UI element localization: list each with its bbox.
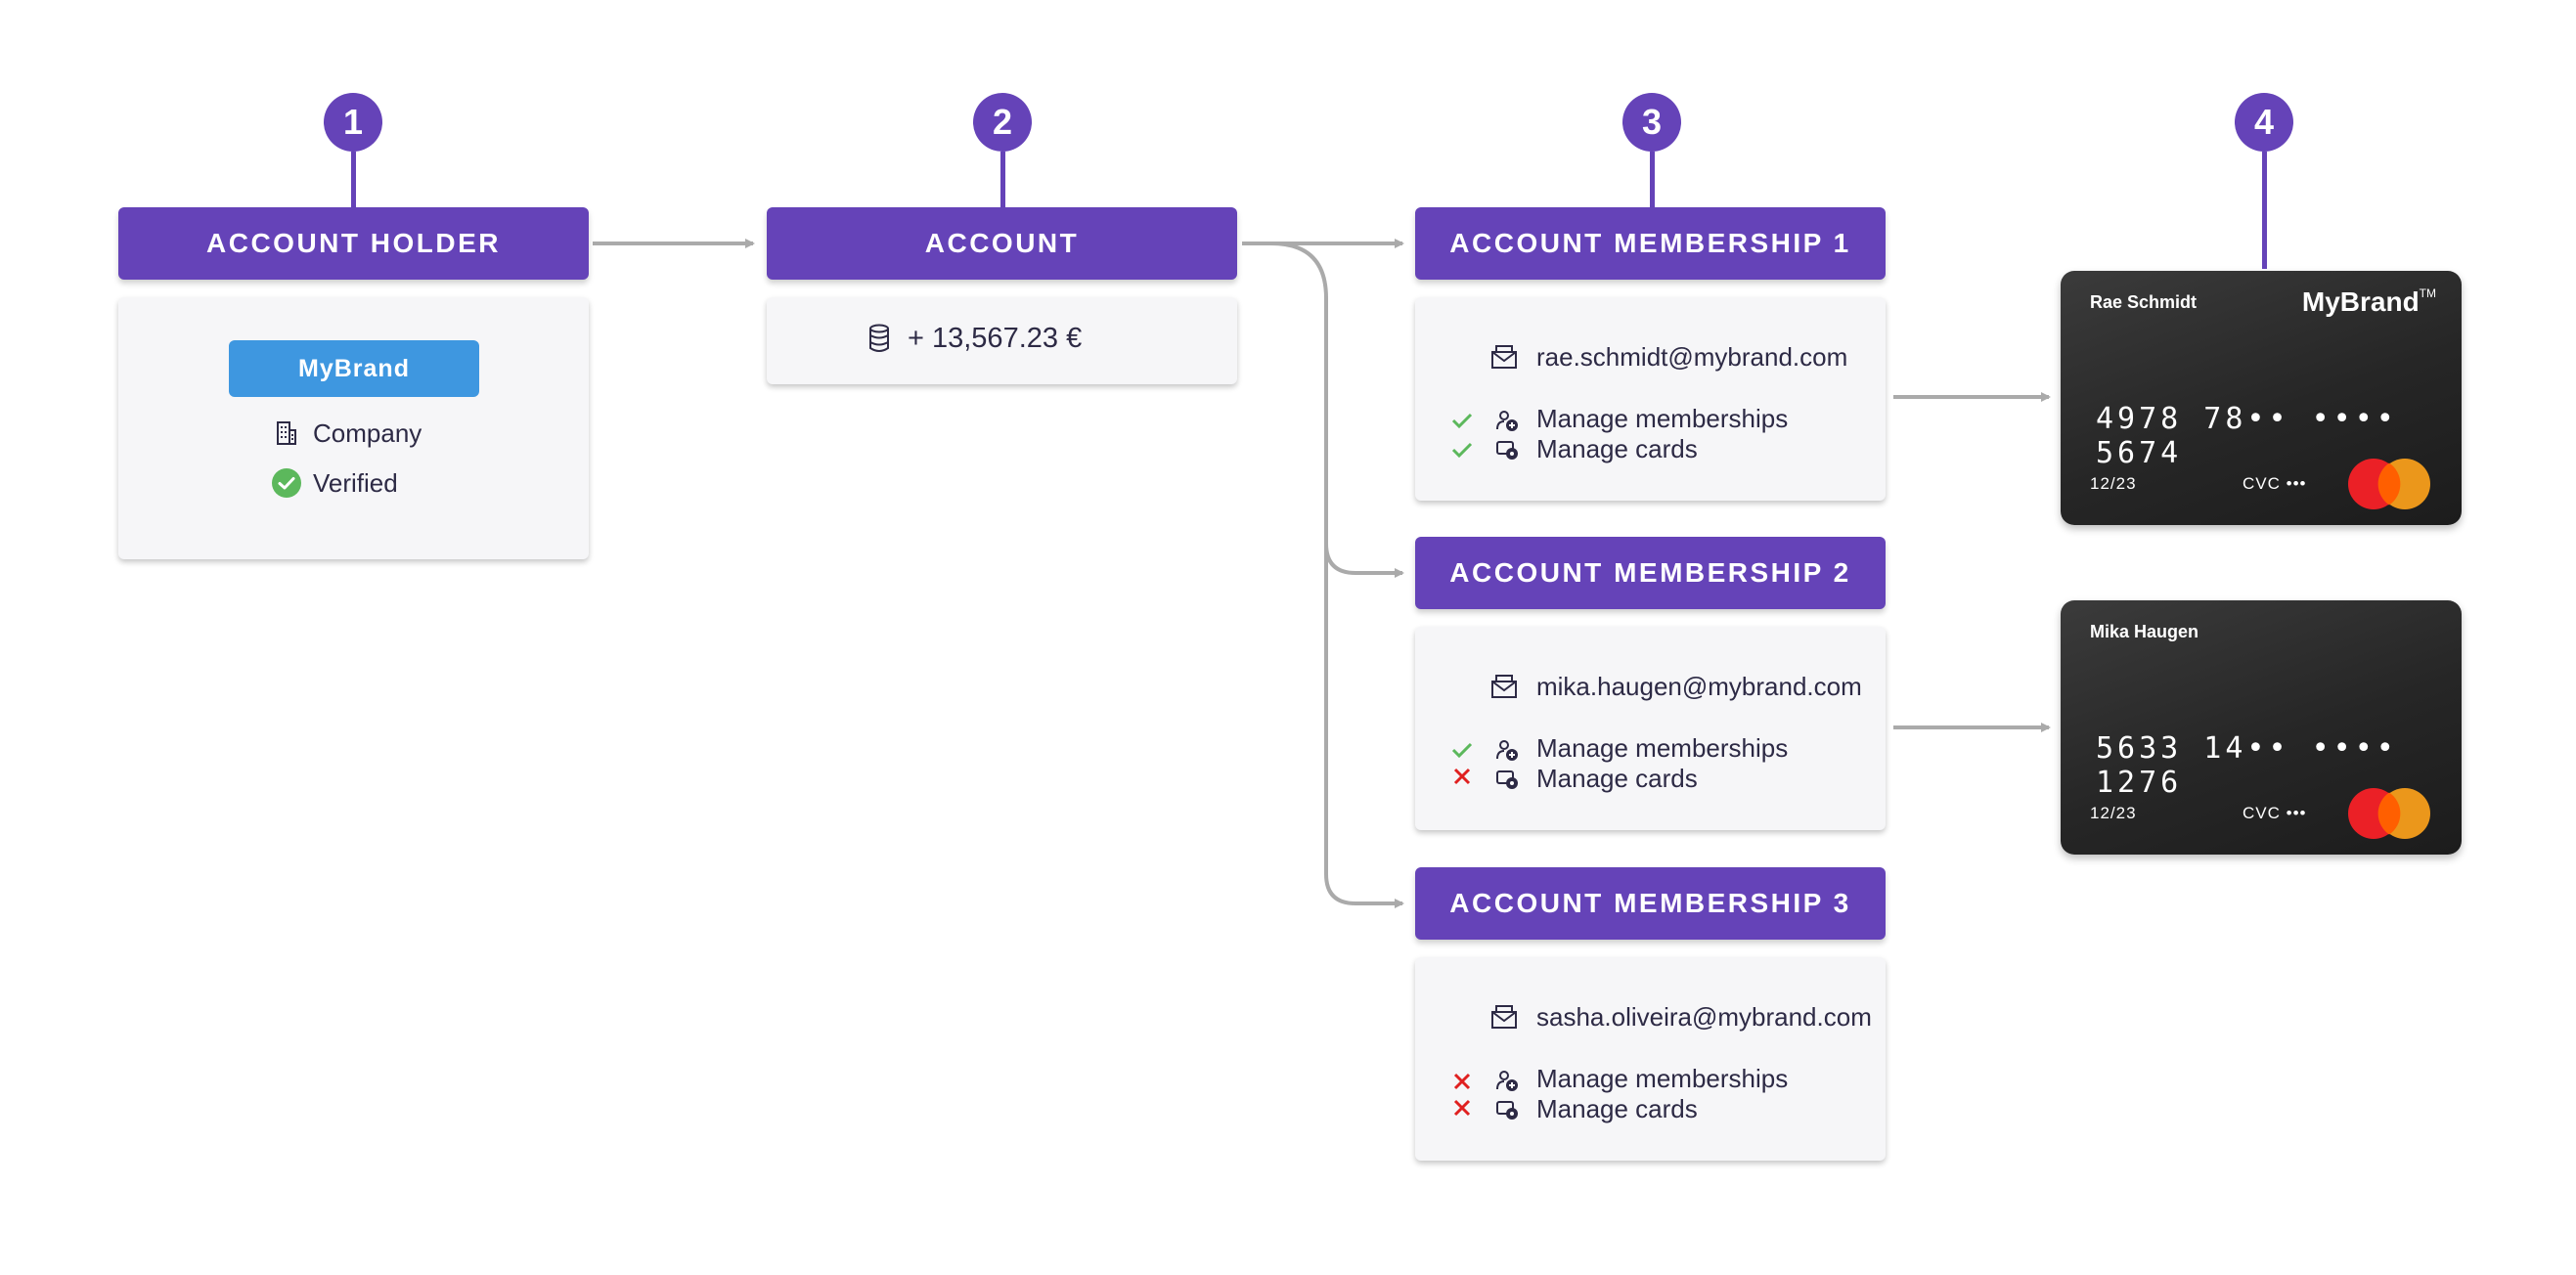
arrow-account-to-membership-3 xyxy=(1324,544,1404,908)
coins-stack-icon xyxy=(869,324,889,352)
envelope-icon xyxy=(1491,345,1517,369)
holder-status-label: Verified xyxy=(313,468,398,498)
user-add-icon xyxy=(1496,1071,1518,1091)
step-badge-3: 3 xyxy=(1622,93,1681,152)
step-stem-4 xyxy=(2262,152,2267,269)
account-card xyxy=(767,297,1237,384)
check-icon xyxy=(1451,742,1473,759)
cross-icon xyxy=(1453,768,1471,785)
check-icon xyxy=(1451,413,1473,429)
permission-label: Manage cards xyxy=(1536,434,1698,463)
permission-label: Manage memberships xyxy=(1536,404,1789,433)
membership-2-card xyxy=(1415,627,1886,830)
permission-label: Manage memberships xyxy=(1536,1064,1789,1093)
mastercard-logo-icon xyxy=(2348,459,2430,509)
envelope-icon xyxy=(1491,675,1517,698)
arrow-account-to-membership-2 xyxy=(1270,242,1404,578)
payment-card-1[interactable]: Rae Schmidt MyBrandTM 4978 78•• •••• 567… xyxy=(2061,271,2462,525)
membership-2-header: ACCOUNT MEMBERSHIP 2 xyxy=(1415,537,1886,609)
user-add-icon xyxy=(1496,411,1518,431)
account-header: ACCOUNT xyxy=(767,207,1237,280)
permission-label: Manage cards xyxy=(1536,1094,1698,1123)
card-cvc: CVC ••• xyxy=(2243,474,2307,493)
cross-icon xyxy=(1453,1099,1471,1117)
membership-3-card xyxy=(1415,957,1886,1161)
check-icon xyxy=(1451,442,1473,459)
card-holder-name: Rae Schmidt xyxy=(2090,292,2198,312)
card-number: 5633 14•• •••• 1276 xyxy=(2096,731,2398,800)
permission-label: Manage cards xyxy=(1536,764,1698,793)
card-settings-icon xyxy=(1496,441,1518,460)
step-stem-2 xyxy=(1000,152,1005,207)
brand-button[interactable]: MyBrand xyxy=(229,340,479,397)
membership-2-email: mika.haugen@mybrand.com xyxy=(1536,672,1862,701)
step-badge-2: 2 xyxy=(973,93,1032,152)
membership-1-card xyxy=(1415,297,1886,501)
holder-type-label: Company xyxy=(313,418,422,448)
permission-label: Manage memberships xyxy=(1536,733,1789,763)
membership-1-header: ACCOUNT MEMBERSHIP 1 xyxy=(1415,207,1886,280)
card-cvc: CVC ••• xyxy=(2243,804,2307,822)
cross-icon xyxy=(1453,1073,1471,1090)
membership-3-email: sasha.oliveira@mybrand.com xyxy=(1536,1002,1872,1032)
card-expiry: 12/23 xyxy=(2090,474,2137,493)
verified-check-icon xyxy=(272,468,301,498)
card-brand-logo: MyBrandTM xyxy=(2301,286,2436,317)
envelope-icon xyxy=(1491,1005,1517,1029)
user-add-icon xyxy=(1496,740,1518,761)
membership-1-email: rae.schmidt@mybrand.com xyxy=(1536,342,1848,372)
step-stem-3 xyxy=(1650,152,1655,207)
card-expiry: 12/23 xyxy=(2090,804,2137,822)
payment-card-2[interactable]: Mika Haugen 5633 14•• •••• 1276 12/23 CV… xyxy=(2061,600,2462,855)
account-holder-header: ACCOUNT HOLDER xyxy=(118,207,589,280)
account-balance: + 13,567.23 € xyxy=(908,323,1083,354)
step-stem-1 xyxy=(351,152,356,207)
card-number: 4978 78•• •••• 5674 xyxy=(2096,402,2398,470)
card-settings-icon xyxy=(1496,770,1518,789)
membership-3-header: ACCOUNT MEMBERSHIP 3 xyxy=(1415,867,1886,940)
card-holder-name: Mika Haugen xyxy=(2090,622,2199,641)
mastercard-logo-icon xyxy=(2348,788,2430,839)
step-badge-4: 4 xyxy=(2235,93,2293,152)
card-settings-icon xyxy=(1496,1101,1518,1120)
step-badge-1: 1 xyxy=(324,93,382,152)
building-icon xyxy=(277,421,296,445)
